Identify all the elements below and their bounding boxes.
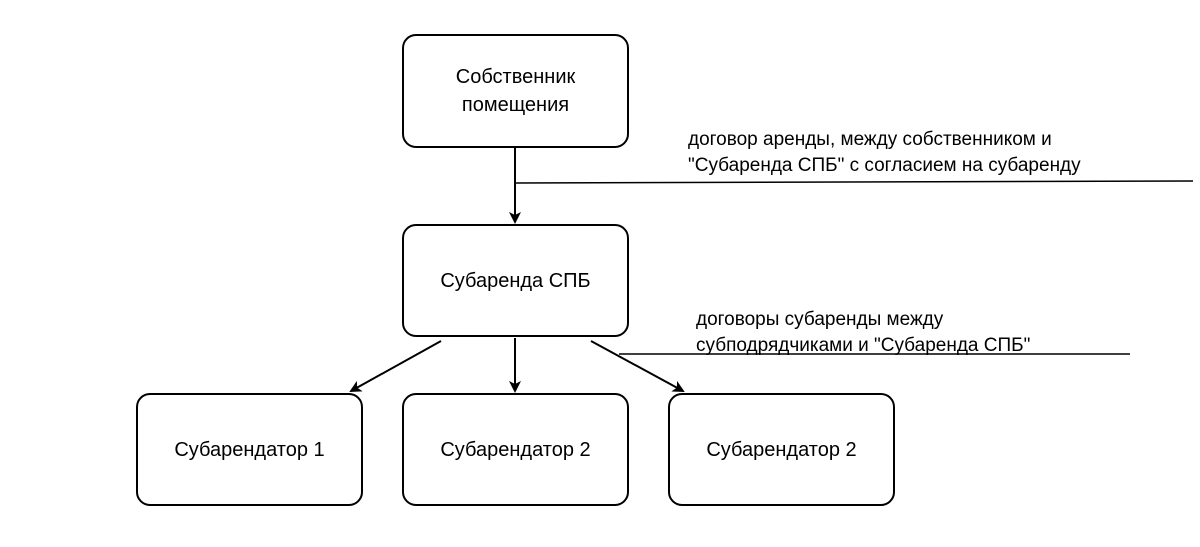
arrow-spb-to-sub1 [349, 340, 442, 392]
subtenant-2-node-label: Субарендатор 2 [440, 438, 591, 461]
sublease-note-line-1: договоры субаренды между [696, 309, 944, 330]
sublease-note-line-2: субподрядчиками и "Субаренда СПБ" [696, 335, 1031, 356]
subtenant-3-node: Субарендатор 2 [668, 393, 895, 506]
owner-node: Собственник помещения [402, 34, 629, 148]
subarenda-spb-node: Субаренда СПБ [402, 224, 629, 337]
subtenant-1-node-label: Субарендатор 1 [174, 438, 325, 461]
lease-agreement-note: договор аренды, между собственником и "С… [688, 127, 1081, 179]
subtenant-1-node: Субарендатор 1 [136, 393, 363, 506]
owner-node-label: Собственник помещения [455, 66, 576, 116]
lease-note-leader [514, 180, 1194, 184]
lease-note-line-1: договор аренды, между собственником и [688, 129, 1052, 150]
arrow-spb-to-sub3 [590, 340, 685, 392]
sublease-agreements-note: договоры субаренды между субподрядчиками… [696, 307, 1030, 359]
subtenant-2-node: Субарендатор 2 [402, 393, 629, 506]
subtenant-3-node-label: Субарендатор 2 [706, 438, 857, 461]
subarenda-spb-node-label: Субаренда СПБ [440, 269, 591, 292]
lease-note-line-2: "Субаренда СПБ" с согласием на субаренду [688, 155, 1081, 176]
